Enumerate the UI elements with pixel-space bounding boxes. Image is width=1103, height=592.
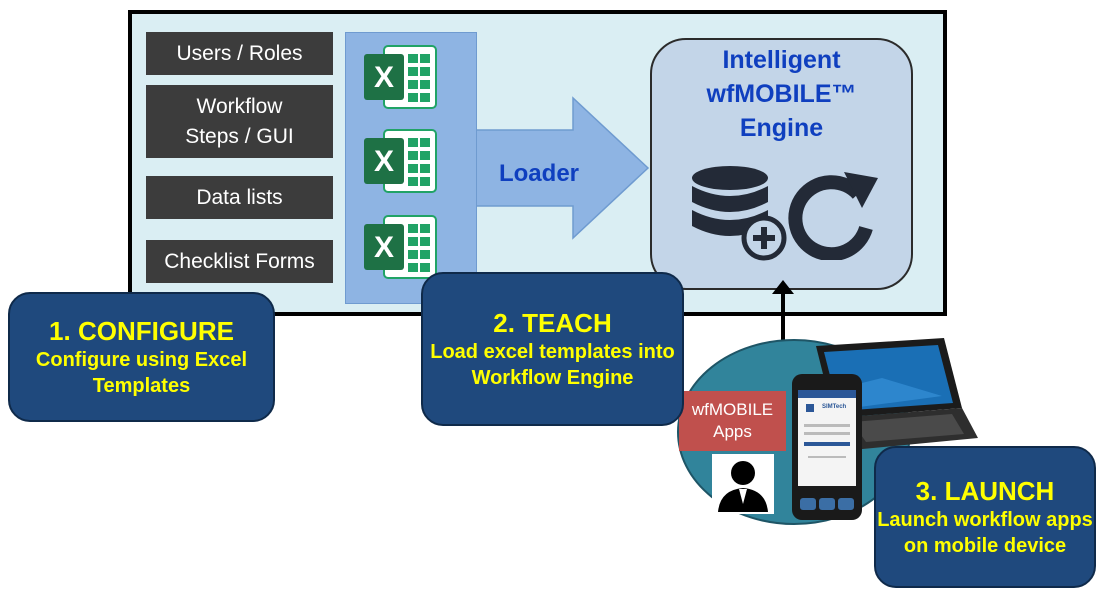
svg-text:X: X (374, 231, 394, 264)
loader-label: Loader (498, 160, 579, 187)
user-icon (712, 454, 774, 514)
refresh-icon (788, 172, 878, 260)
step-configure-body: Configure using Excel Templates (35, 348, 248, 397)
config-item-checklist-forms: Checklist Forms (146, 240, 333, 283)
svg-text:X: X (374, 61, 394, 94)
apps-badge: wfMOBILE Apps (679, 391, 786, 451)
excel-icon: X (364, 129, 437, 193)
config-item-workflow-steps: Workflow Steps / GUI (146, 85, 333, 158)
phone-brand: SIMTech (822, 404, 847, 410)
step-teach-heading: 2. TEACH (493, 307, 612, 338)
config-item-users-roles: Users / Roles (146, 32, 333, 75)
step-teach-body: Load excel templates into Workflow Engin… (430, 340, 675, 389)
database-add-icon (692, 166, 787, 261)
excel-icon: X (364, 215, 437, 279)
step-launch: 3. LAUNCH Launch workflow apps on mobile… (874, 446, 1096, 588)
step-configure: 1. CONFIGURE Configure using Excel Templ… (8, 292, 275, 422)
step-teach: 2. TEACH Load excel templates into Workf… (421, 272, 684, 426)
excel-icon: X (364, 45, 437, 109)
step-configure-heading: 1. CONFIGURE (49, 315, 234, 346)
svg-text:X: X (374, 145, 394, 178)
engine-title: Intelligent wfMOBILE™ Engine (706, 46, 857, 142)
config-item-data-lists: Data lists (146, 176, 333, 219)
step-launch-body: Launch workflow apps on mobile device (877, 508, 1093, 557)
phone-icon (792, 374, 862, 520)
step-launch-heading: 3. LAUNCH (915, 475, 1055, 506)
